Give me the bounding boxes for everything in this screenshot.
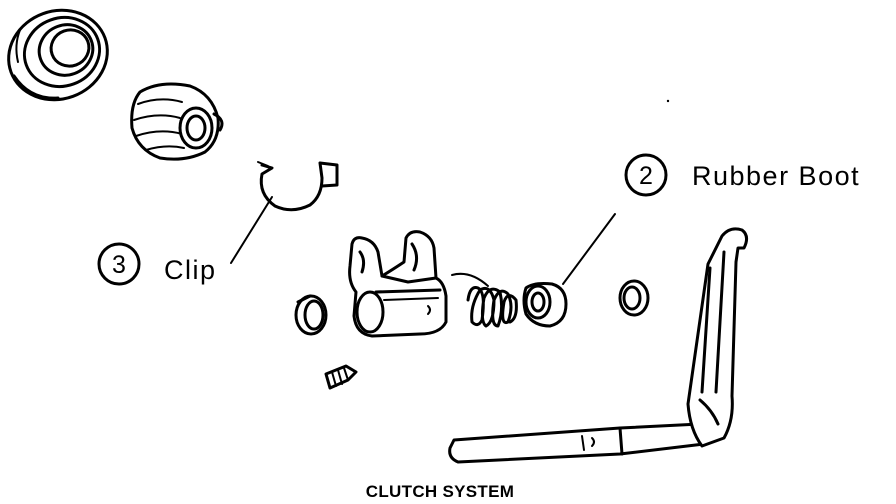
callout-clip-number: 3 bbox=[112, 251, 126, 279]
release-shaft bbox=[448, 227, 749, 464]
bolt bbox=[324, 364, 358, 390]
release-fork bbox=[348, 230, 448, 338]
callout-clip-label: Clip bbox=[164, 255, 217, 285]
stray-dot bbox=[666, 99, 670, 103]
diagram-caption: CLUTCH SYSTEM bbox=[0, 482, 896, 502]
callout-rubber-boot-number-circle bbox=[624, 153, 668, 197]
callout-rubber-boot: 2 Rubber Boot bbox=[624, 153, 860, 197]
diagram-caption-text: CLUTCH SYSTEM bbox=[365, 482, 515, 501]
callout-clip-number-circle bbox=[97, 242, 141, 286]
rubber-boot-leader-line bbox=[562, 213, 616, 285]
callout-clip: 3 Clip bbox=[97, 242, 217, 286]
clip-leader-line bbox=[230, 196, 273, 264]
bushing-right bbox=[618, 279, 650, 317]
callout-rubber-boot-number: 2 bbox=[639, 162, 653, 190]
bushing-left bbox=[294, 294, 328, 336]
spring bbox=[451, 272, 518, 328]
release-bearing bbox=[7, 8, 109, 102]
rubber-boot bbox=[522, 282, 568, 328]
callout-rubber-boot-label: Rubber Boot bbox=[692, 161, 860, 191]
rubber-boot-upper bbox=[130, 82, 224, 161]
clip bbox=[257, 161, 339, 212]
